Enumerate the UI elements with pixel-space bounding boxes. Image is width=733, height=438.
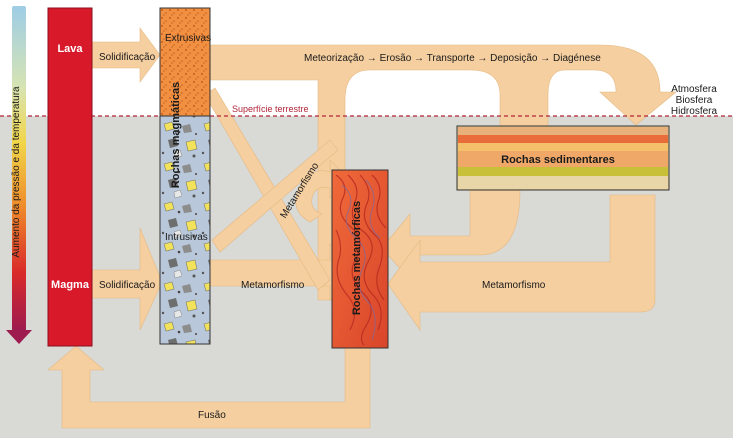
sedimentary-rocks-label: Rochas sedimentares (501, 154, 615, 166)
surface-line-label: Superfície terrestre (232, 104, 309, 114)
solidification-top-label: Solidificação (99, 52, 156, 63)
intrusive-rocks-box (159, 115, 211, 345)
diagonal-flow-2 (211, 139, 339, 253)
weathering-arrow (204, 44, 677, 301)
metamorphism-left-label: Metamorfismo (241, 280, 305, 291)
atmosphere-label: Atmosfera (671, 84, 717, 95)
metamorphic-rocks-box (331, 169, 389, 349)
diagonal-flow-1 (204, 87, 331, 291)
process-arrows (47, 27, 677, 429)
pressure-temperature-bar (12, 6, 26, 331)
sediment-to-metamorphic-arrow (381, 189, 521, 281)
metamorphism-right-label: Metamorfismo (482, 280, 546, 291)
solidification-bottom-arrow (91, 227, 163, 331)
sedimentary-rocks-box (456, 125, 670, 191)
lava-label: Lava (57, 43, 83, 55)
metamorphic-rocks-label: Rochas metamórficas (351, 201, 363, 315)
hydrosphere-label: Hidrosfera (671, 106, 718, 117)
extrusive-label: Extrusivas (165, 33, 211, 44)
solidification-top-arrow (91, 27, 161, 83)
solidification-bottom-label: Solidificação (99, 280, 156, 291)
gradient-label: Aumento da pressão e da temperatura (11, 86, 22, 258)
biosphere-label: Biosfera (676, 95, 713, 106)
gradient-arrow-head (6, 330, 32, 344)
fusion-label: Fusão (198, 410, 226, 421)
metamorphism-right-arrow (387, 194, 656, 331)
surface-processes-label: Meteorização → Erosão → Transporte → Dep… (304, 53, 601, 64)
fusion-arrow (47, 344, 371, 429)
extrusive-rocks-box (159, 7, 211, 117)
intrusive-label: Intrusivas (165, 232, 208, 243)
magma-label: Magma (51, 279, 90, 291)
magma-column (47, 7, 93, 347)
igneous-rocks-label: Rochas magmáticas (170, 82, 182, 188)
